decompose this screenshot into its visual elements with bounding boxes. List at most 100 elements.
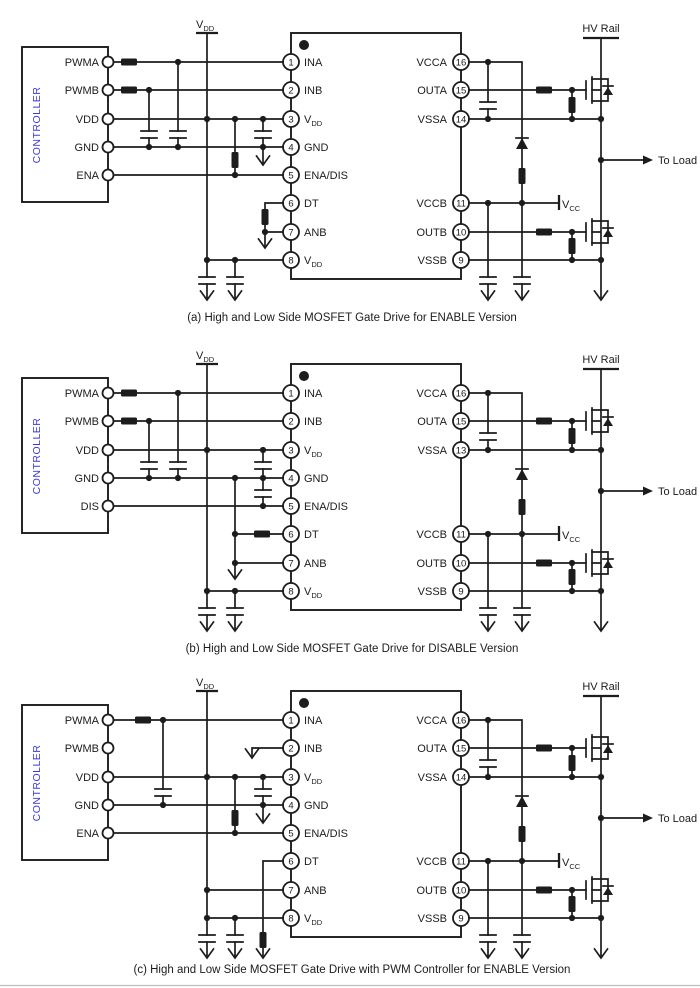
ic-pin-number: 2 — [288, 417, 293, 428]
ic-pin-label: DT — [304, 856, 319, 868]
vdd-label: VDD — [196, 19, 215, 33]
ic-pin-label: VDD — [304, 255, 323, 269]
vcc-label: VCC — [562, 530, 581, 544]
caption: (a) High and Low Side MOSFET Gate Drive … — [187, 312, 517, 324]
ic-pin-label: OUTA — [417, 85, 447, 97]
ic-pin-label: VCCB — [416, 856, 447, 868]
to-load-label: To Load — [658, 486, 697, 498]
vdd-label: VDD — [196, 677, 215, 691]
ic-pin-number: 4 — [288, 474, 293, 485]
controller-pin-label: PWMA — [65, 57, 100, 69]
ic-pin-label: ANB — [304, 885, 327, 897]
ic-pin-number: 5 — [288, 171, 293, 182]
ic-pin-number: 11 — [456, 857, 466, 868]
ic-pin-number: 15 — [456, 417, 467, 428]
ic-pin-label: VCCB — [416, 529, 447, 541]
caption: (c) High and Low Side MOSFET Gate Drive … — [134, 964, 571, 976]
ic-pin-number: 8 — [288, 256, 293, 267]
ic-pin-label: GND — [304, 473, 329, 485]
ic-pin-label: VCCA — [416, 388, 447, 400]
ic-pin-label: INA — [304, 388, 323, 400]
ic-pin-label: INB — [304, 743, 322, 755]
ic-pin-number: 8 — [288, 587, 293, 598]
ic-pin-label: VSSB — [418, 586, 447, 598]
ic-pin-number: 10 — [456, 228, 467, 239]
vcc-label: VCC — [562, 199, 581, 213]
controller-pin-label: PWMB — [65, 743, 99, 755]
ic-pin-label: DT — [304, 529, 319, 541]
controller-pin-label: PWMA — [65, 388, 100, 400]
controller-pin-label: VDD — [76, 445, 99, 457]
caption: (b) High and Low Side MOSFET Gate Drive … — [186, 643, 519, 655]
controller-pin-label: VDD — [76, 114, 99, 126]
ic-pin-label: VSSA — [418, 772, 448, 784]
ic-pin-label: VDD — [304, 114, 323, 128]
vcc-label: VCC — [562, 857, 581, 871]
left-wiring — [113, 719, 284, 958]
ic-pin-label: ENA/DIS — [304, 828, 348, 840]
ic-pin-number: 13 — [456, 446, 467, 457]
diagram-b: VDD HV Rail VCC To Load CONTROLLER PWMA … — [21, 350, 697, 655]
ic-pin-number: 9 — [458, 587, 463, 598]
ic-pin-number: 1 — [288, 58, 293, 69]
ic-pin-number: 14 — [456, 115, 467, 126]
ic-pin-number: 6 — [288, 530, 293, 541]
to-load-label: To Load — [658, 155, 697, 167]
ic-pin-label: VDD — [304, 445, 323, 459]
ic-pin-label: GND — [304, 800, 329, 812]
ic-pin-number: 6 — [288, 857, 293, 868]
to-load-label: To Load — [658, 813, 697, 825]
ic-pin-number: 14 — [456, 773, 467, 784]
ic-pin-label: VDD — [304, 772, 323, 786]
diagram-a: VDD HV Rail VCC To Load CONTROLLER PWMA … — [21, 19, 697, 324]
controller-pin-label: PWMB — [65, 416, 99, 428]
controller-label: CONTROLLER — [31, 745, 43, 822]
ic-pin-label: ANB — [304, 227, 327, 239]
hv-rail-label: HV Rail — [582, 23, 619, 35]
ic-pin-label: OUTB — [416, 885, 447, 897]
ic-pin-label: INB — [304, 416, 322, 428]
ic-pin-number: 11 — [456, 530, 466, 541]
controller-pin-label: PWMA — [65, 715, 100, 727]
controller-pin-label: ENA — [76, 170, 99, 182]
ic-pin-label: OUTA — [417, 416, 447, 428]
ic-pin-label: INB — [304, 85, 322, 97]
ic-pin-label: ANB — [304, 558, 327, 570]
ic-pin-number: 16 — [456, 58, 467, 69]
ic-pin-number: 4 — [288, 143, 293, 154]
ic-pin-number: 4 — [288, 801, 293, 812]
ic-pin-number: 8 — [288, 914, 293, 925]
ic-pin-number: 3 — [288, 115, 293, 126]
ic-pin-number: 5 — [288, 502, 293, 513]
vdd-label: VDD — [196, 350, 215, 364]
ic-pin-label: OUTB — [416, 227, 447, 239]
ic-pin-number: 11 — [456, 199, 466, 210]
ic-pin-number: 9 — [458, 914, 463, 925]
ic-pin-number: 3 — [288, 446, 293, 457]
ic-pin-number: 10 — [456, 559, 467, 570]
controller-pin-label: ENA — [76, 828, 99, 840]
ic-pin-label: VCCA — [416, 715, 447, 727]
diagram-c: VDD HV Rail VCC To Load CONTROLLER PWMA … — [21, 677, 697, 976]
controller-pin-label: GND — [75, 473, 100, 485]
ic-pin-label: VSSB — [418, 255, 447, 267]
ic-pin-number: 9 — [458, 256, 463, 267]
ic-pin-label: ENA/DIS — [304, 170, 348, 182]
hv-rail-label: HV Rail — [582, 354, 619, 366]
ic-pin-number: 2 — [288, 744, 293, 755]
ic-pin-label: DT — [304, 198, 319, 210]
ic-pin-number: 7 — [288, 559, 293, 570]
controller-label: CONTROLLER — [31, 87, 43, 164]
ic-pin-number: 15 — [456, 86, 467, 97]
controller-label: CONTROLLER — [31, 418, 43, 495]
ic-pin-number: 5 — [288, 829, 293, 840]
ic-pin-number: 7 — [288, 228, 293, 239]
ic-pin-label: VDD — [304, 586, 323, 600]
ic-pin-label: VCCB — [416, 198, 447, 210]
ic-pin-number: 16 — [456, 389, 467, 400]
ic-pin-label: ENA/DIS — [304, 501, 348, 513]
ic-pin-number: 10 — [456, 886, 467, 897]
controller-pin-label: VDD — [76, 772, 99, 784]
